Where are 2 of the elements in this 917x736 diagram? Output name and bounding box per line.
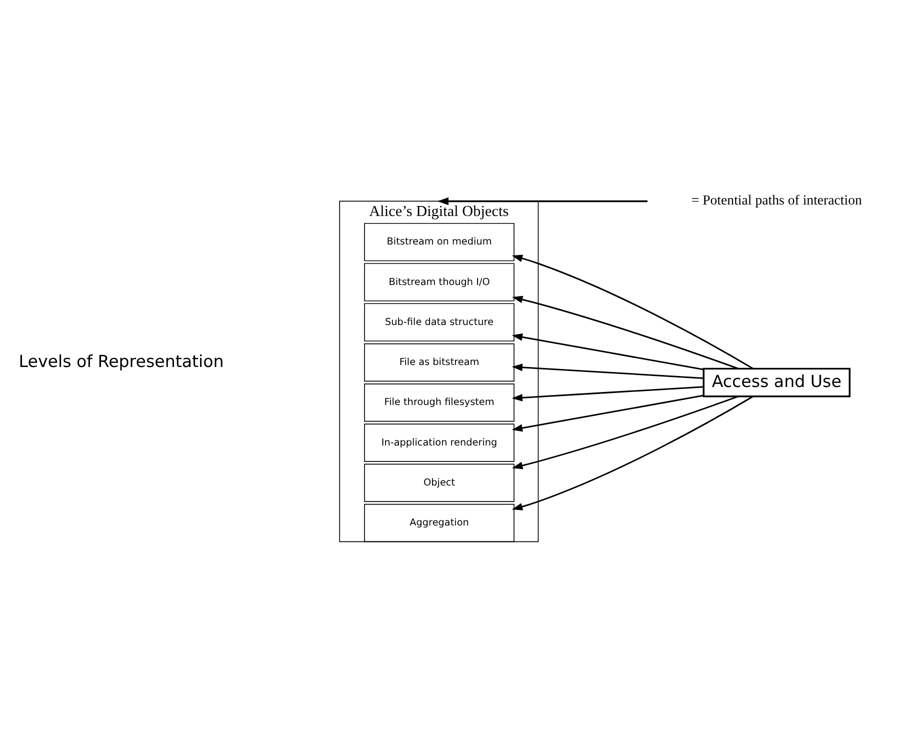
legend-label: = Potential paths of interaction [690, 192, 862, 208]
label: Levels of Representation [18, 352, 224, 371]
